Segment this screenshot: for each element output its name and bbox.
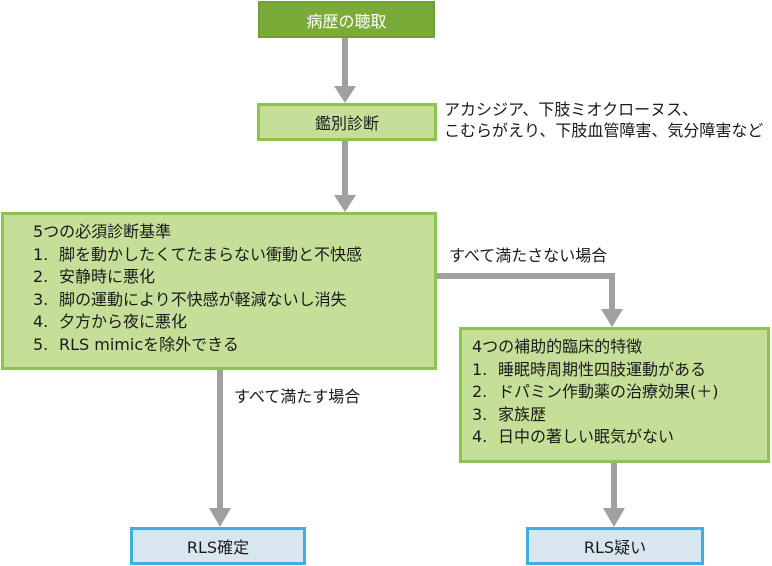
supportive-features-title: 4つの補助的臨床的特徴 [472, 337, 643, 356]
feature-item-number: 2. [472, 382, 488, 401]
criteria-item: 4. 夕方から夜に悪化 [33, 311, 362, 334]
essential-criteria-title: 5つの必須診断基準 [33, 222, 172, 241]
arrow-shaft-supportive-to-suspected [611, 462, 617, 510]
history-taking-label: 病歴の聴取 [306, 11, 387, 31]
criteria-item-text: 安静時に悪化 [59, 267, 156, 286]
criteria-item-text: 脚の運動により不快感が軽減ないし消失 [59, 289, 347, 309]
rls-suspected-box: RLS疑い [526, 527, 704, 565]
criteria-item-number: 2. [33, 267, 49, 286]
criteria-item-number: 4. [33, 312, 49, 331]
feature-item-number: 1. [472, 359, 488, 379]
feature-item: 2. ドパミン作動薬の治療効果(＋) [472, 381, 719, 404]
essential-criteria-list: 5つの必須診断基準 1. 脚を動かしたくてたまらない衝動と不快感 2. 安静時に悪化… [33, 221, 362, 356]
arrow-shaft-criteria-to-confirmed [217, 370, 223, 510]
arrowhead-criteria-to-supportive [601, 309, 623, 327]
feature-item-text: ドパミン作動薬の治療効果(＋) [498, 382, 719, 401]
feature-item-text: 家族歴 [498, 404, 547, 424]
arrowhead-criteria-to-confirmed [209, 508, 231, 527]
feature-item: 4. 日中の著しい眠気がない [472, 426, 719, 449]
criteria-item-number: 1. [33, 244, 49, 264]
criteria-item: 1. 脚を動かしたくてたまらない衝動と不快感 [33, 244, 362, 267]
feature-item: 3. 家族歴 [472, 404, 719, 427]
arrow-shaft-differential-to-criteria [342, 141, 348, 196]
arrow-shaft-criteria-to-supportive-h [436, 273, 615, 279]
edge-label-all-met: すべて満たす場合 [234, 387, 361, 406]
criteria-item-number: 3. [33, 289, 49, 309]
criteria-item-text: 夕方から夜に悪化 [59, 312, 188, 331]
arrow-shaft-criteria-to-supportive-v [609, 273, 615, 311]
feature-item-text: 日中の著しい眠気がない [498, 427, 675, 446]
differential-note-line-2: こむらがえり、下肢血管障害、気分障害など [444, 121, 764, 140]
supportive-features-box [459, 327, 770, 463]
arrowhead-history-to-differential [334, 86, 356, 103]
criteria-item: 2. 安静時に悪化 [33, 266, 362, 289]
rls-confirmed-label: RLS確定 [186, 538, 250, 557]
arrow-shaft-history-to-differential [342, 38, 348, 88]
feature-item-number: 4. [472, 427, 488, 446]
feature-item-number: 3. [472, 404, 488, 424]
differential-diagnosis-box: 鑑別診断 [257, 103, 437, 141]
feature-item: 1. 睡眠時周期性四肢運動がある [472, 359, 719, 382]
criteria-item-text: RLS mimicを除外できる [59, 334, 239, 354]
history-taking-box: 病歴の聴取 [258, 1, 435, 38]
differential-diagnosis-note: アカシジア、下肢ミオクローヌス、 こむらがえり、下肢血管障害、気分障害など [444, 99, 763, 141]
essential-criteria-box [1, 212, 437, 370]
criteria-item-text: 脚を動かしたくてたまらない衝動と不快感 [59, 244, 363, 264]
arrowhead-supportive-to-suspected [603, 508, 625, 527]
criteria-item: 5. RLS mimicを除外できる [33, 334, 362, 357]
feature-item-text: 睡眠時周期性四肢運動がある [498, 359, 707, 379]
criteria-item-number: 5. [33, 334, 49, 354]
rls-suspected-label: RLS疑い [583, 538, 647, 557]
arrowhead-differential-to-criteria [334, 195, 356, 212]
differential-diagnosis-label: 鑑別診断 [314, 114, 379, 133]
criteria-item: 3. 脚の運動により不快感が軽減ないし消失 [33, 289, 362, 312]
differential-note-line-1: アカシジア、下肢ミオクローヌス、 [444, 100, 699, 119]
supportive-features-list: 4つの補助的臨床的特徴 1. 睡眠時周期性四肢運動がある 2. ドパミン作動薬の治療… [472, 336, 719, 449]
rls-confirmed-box: RLS確定 [130, 527, 306, 565]
edge-label-not-all-met: すべて満たさない場合 [449, 246, 608, 265]
